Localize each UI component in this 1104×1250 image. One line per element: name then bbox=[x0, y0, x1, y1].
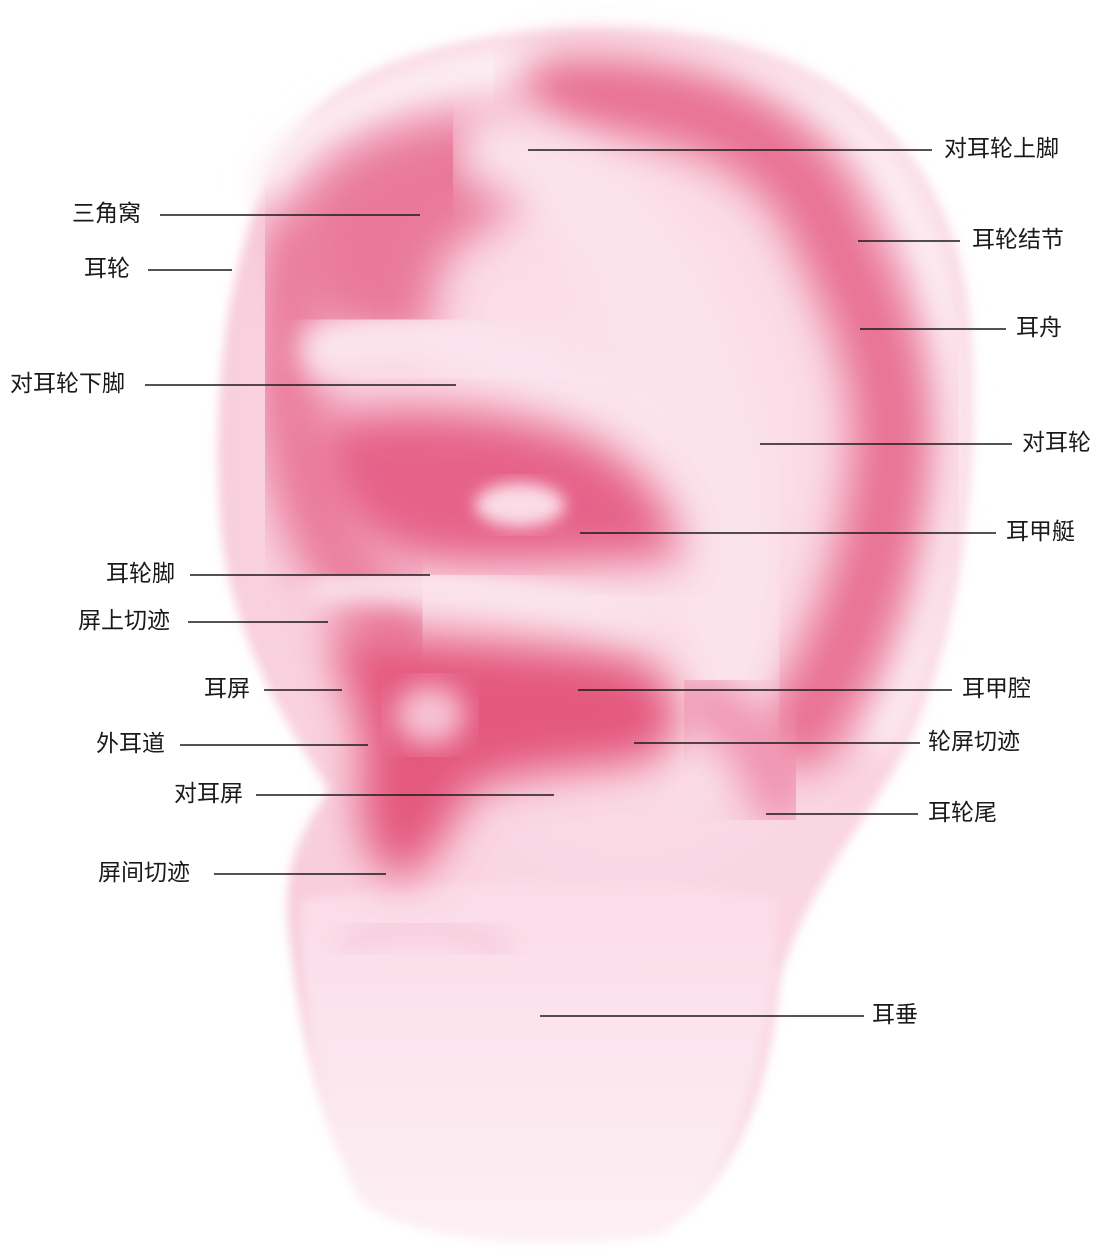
label-lunpingqieji: 轮屏切迹 bbox=[928, 731, 1020, 754]
canal-highlight bbox=[395, 685, 465, 745]
label-erjiaqiang: 耳甲腔 bbox=[962, 678, 1031, 701]
label-duierlunshangjiao: 对耳轮上脚 bbox=[944, 138, 1059, 161]
label-sanjiaowo: 三角窝 bbox=[72, 203, 141, 226]
label-waierdao: 外耳道 bbox=[96, 733, 165, 756]
label-duierlun: 对耳轮 bbox=[1022, 432, 1091, 455]
label-duierping: 对耳屏 bbox=[174, 783, 243, 806]
label-erjiating: 耳甲艇 bbox=[1006, 521, 1075, 544]
label-pingshangqieji: 屏上切迹 bbox=[78, 610, 170, 633]
label-erlunjiejie: 耳轮结节 bbox=[972, 229, 1064, 252]
label-erzhou: 耳舟 bbox=[1016, 317, 1062, 340]
label-erping: 耳屏 bbox=[204, 678, 250, 701]
cymba-highlight bbox=[475, 483, 565, 527]
label-erlun: 耳轮 bbox=[84, 258, 130, 281]
label-duierlunxiajiao: 对耳轮下脚 bbox=[10, 373, 125, 396]
label-erlunwei: 耳轮尾 bbox=[928, 802, 997, 825]
label-erchui: 耳垂 bbox=[872, 1004, 918, 1027]
label-erlunjiao: 耳轮脚 bbox=[106, 563, 175, 586]
label-pingjianqieji: 屏间切迹 bbox=[98, 862, 190, 885]
